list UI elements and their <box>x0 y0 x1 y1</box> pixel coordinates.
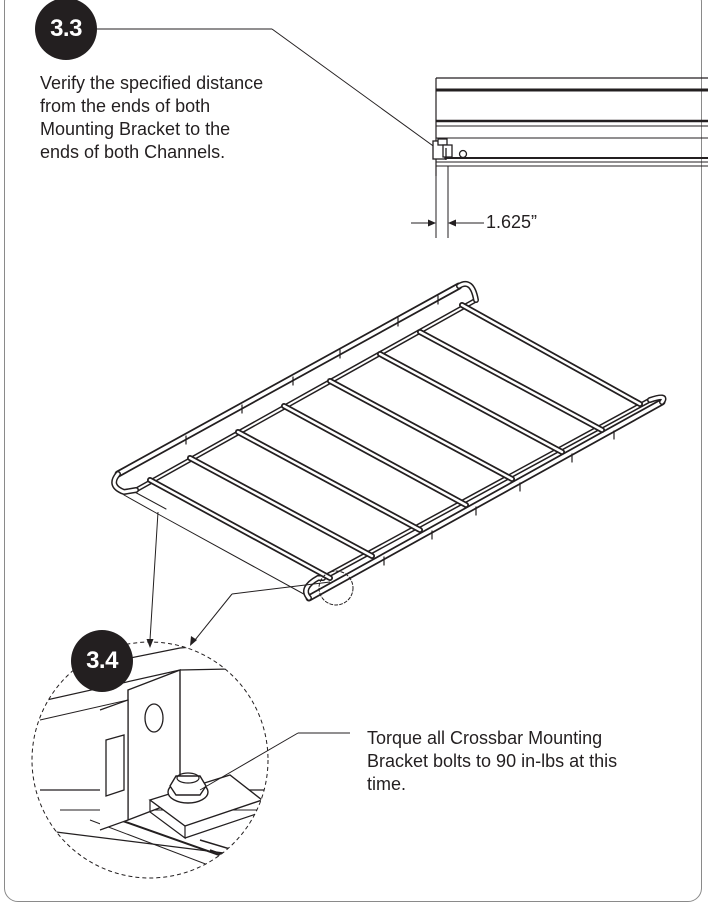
roof-rack-assembly <box>111 280 667 606</box>
leader-line-3-3 <box>96 28 437 149</box>
zoom-leader-lines <box>146 511 331 648</box>
channel-end-view <box>435 77 708 176</box>
mounting-bracket-end-detail <box>432 138 468 160</box>
step-3-4-instructions: Torque all Crossbar Mounting Bracket bol… <box>367 728 618 794</box>
instruction-panel-frame <box>4 0 702 902</box>
dimension-label: 1.625” <box>486 212 538 232</box>
bracket-zoom-detail <box>31 641 350 879</box>
dimension-callout <box>411 166 484 238</box>
step-3-3-instructions: Verify the specified distance from the e… <box>40 73 264 162</box>
step-3-4-badge: 3.4 <box>71 630 133 692</box>
step-3-3-badge: 3.3 <box>35 0 97 60</box>
